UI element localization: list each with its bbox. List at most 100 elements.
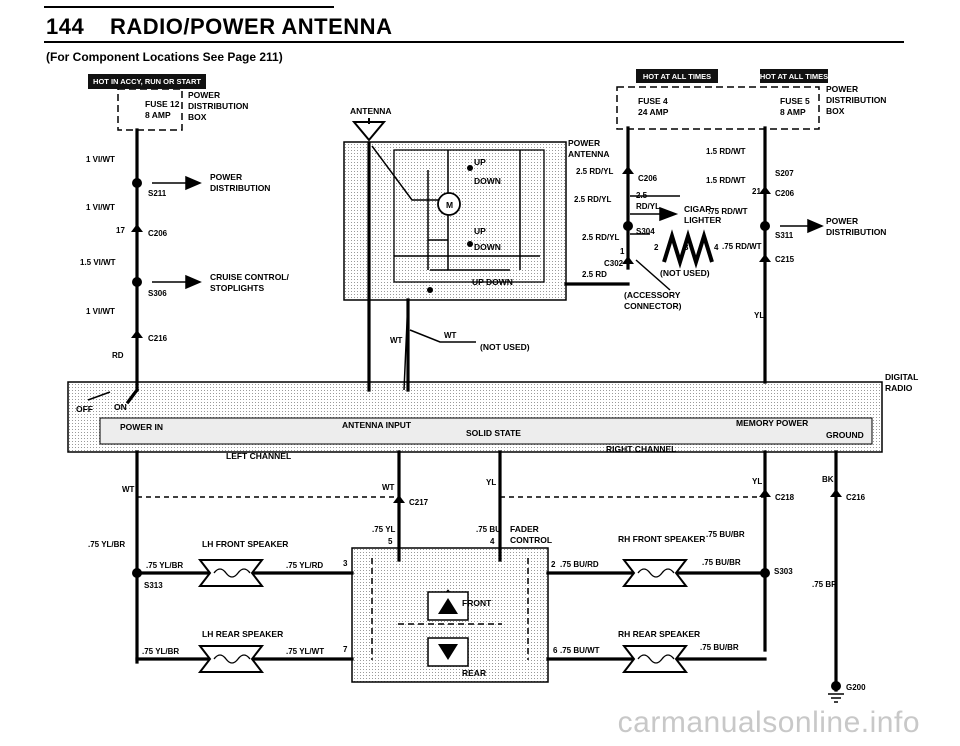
page-title: RADIO/POWER ANTENNA: [110, 14, 393, 39]
pdb-left-l3: BOX: [188, 112, 207, 122]
solid-state-label: SOLID STATE: [466, 428, 521, 438]
left-channel-label: LEFT CHANNEL: [226, 451, 291, 461]
fader-l1: FADER: [510, 524, 539, 534]
power-dist-a-l1: POWER: [210, 172, 242, 182]
pdb-left: [117, 88, 183, 131]
connector-c215: [759, 254, 771, 262]
arrow-pdb-a: [152, 175, 202, 191]
w-wt-1: WT: [390, 336, 403, 345]
pin-3: 3: [684, 243, 689, 252]
power-antenna-l1: POWER: [568, 138, 600, 148]
w-25-rd-yl-1: 2.5 RD/YL: [576, 167, 613, 176]
w-rd: RD: [112, 351, 124, 360]
hot-label-mid: HOT AT ALL TIMES: [643, 72, 711, 81]
w-75-yl-br-1: .75 YL/BR: [88, 540, 125, 549]
connector-c206c: [759, 186, 771, 194]
pin-4: 4: [714, 243, 719, 252]
rh-front-label: RH FRONT SPEAKER: [618, 534, 705, 544]
accessory-l1: (ACCESSORY: [624, 290, 681, 300]
conn-s306: S306: [148, 289, 167, 298]
conn-s303: S303: [774, 567, 793, 576]
cruise-l2: STOPLIGHTS: [210, 283, 264, 293]
w-yl-2: YL: [752, 477, 762, 486]
splice-s313: [132, 568, 142, 578]
motor-symbol: [437, 192, 461, 216]
power-antenna-body: [343, 141, 567, 301]
conn-c302: C302: [604, 259, 624, 268]
not-used-2: (NOT USED): [660, 268, 710, 278]
pin-2: 2: [654, 243, 659, 252]
arrow-lighter: [630, 206, 679, 222]
digital-radio-l1: DIGITAL: [885, 372, 918, 382]
page-header: 144 RADIO/POWER ANTENNA (For Component L…: [0, 0, 960, 70]
wire-fader-inner: [371, 558, 529, 660]
w-15-rd-wt-2: 1.5 RD/WT: [706, 176, 746, 185]
wire-antenna-yl: [403, 299, 476, 391]
w-75-br: .75 BR: [812, 580, 837, 589]
w-75-bu: .75 BU: [476, 525, 501, 534]
fuse12-name: FUSE 12: [145, 99, 180, 109]
pdb-right-l3: BOX: [826, 106, 845, 116]
antenna-down1: DOWN: [474, 176, 501, 186]
connector-c218: [759, 489, 771, 497]
fuse4-amps: 24 AMP: [638, 107, 669, 117]
pdb-right-l1: POWER: [826, 84, 858, 94]
w-75-yl-br-3: .75 YL/BR: [142, 647, 179, 656]
w-25-rd: 2.5 RD: [582, 270, 607, 279]
antenna-updown: UP DOWN: [472, 277, 513, 287]
lh-front-label: LH FRONT SPEAKER: [202, 539, 288, 549]
w-yl-1: YL: [486, 478, 496, 487]
watermark: carmanualsonline.info: [617, 706, 920, 739]
hot-label-right: HOT AT ALL TIMES: [760, 72, 828, 81]
connector-c302: [622, 256, 634, 264]
wire-off-on: [87, 391, 111, 401]
w-yl-top: YL: [754, 311, 764, 320]
memory-power-label: MEMORY POWER: [736, 418, 808, 428]
fuse5-amps: 8 AMP: [780, 107, 806, 117]
front-label: FRONT: [462, 598, 492, 608]
conn-c218: C218: [775, 493, 795, 502]
w-bk: BK: [822, 475, 834, 484]
fader-down-arrow: [438, 644, 458, 660]
splice-s306: [132, 277, 142, 287]
page-subtitle: (For Component Locations See Page 211): [46, 50, 283, 64]
wire-left-switch-bend: [125, 387, 140, 405]
speaker-rh-rear: [621, 645, 689, 673]
arrow-pdb-b: [780, 218, 824, 234]
switch-contact-bottom: [427, 287, 433, 293]
fader-down-box: [427, 637, 469, 667]
pin-7: 7: [343, 645, 348, 654]
conn-c216a: C216: [148, 334, 168, 343]
arrow-cruise: [152, 274, 202, 290]
fader-up-box: [427, 591, 469, 621]
wire-antenna-bottom: [394, 255, 540, 271]
conn-s207: S207: [775, 169, 794, 178]
cruise-l1: CRUISE CONTROL/: [210, 272, 290, 282]
splice-g200: [831, 681, 841, 691]
w-25-rd-yl-3a: 2.5: [636, 191, 648, 200]
hot-box-left: [88, 74, 206, 89]
speaker-rh-front: [621, 559, 689, 587]
w-75-bu-br-3: .75 BU/BR: [700, 643, 739, 652]
w-wt-3: WT: [122, 485, 135, 494]
power-dist-b-l2: DISTRIBUTION: [826, 227, 886, 237]
antenna-down2: DOWN: [474, 242, 501, 252]
w-75-bu-br-1: .75 BU/BR: [706, 530, 745, 539]
pdb-right-l2: DISTRIBUTION: [826, 95, 886, 105]
speaker-coil-rh-rear: [637, 654, 675, 664]
speaker-lh-rear: [197, 645, 265, 673]
splice-s311: [760, 221, 770, 231]
fuse5-name: FUSE 5: [780, 96, 810, 106]
not-used-1: (NOT USED): [480, 342, 530, 352]
pdb-mid-right: [616, 86, 820, 130]
lh-rear-label: LH REAR SPEAKER: [202, 629, 283, 639]
power-antenna-l2: ANTENNA: [568, 149, 610, 159]
pin-17: 17: [116, 226, 125, 235]
conn-s211: S211: [148, 189, 167, 198]
accessory-l2: CONNECTOR): [624, 301, 682, 311]
antenna-input-label: ANTENNA INPUT: [342, 420, 412, 430]
hot-label-left: HOT IN ACCY, RUN OR START: [93, 77, 201, 86]
pin-1: 1: [620, 247, 625, 256]
connector-c206a: [131, 224, 143, 232]
